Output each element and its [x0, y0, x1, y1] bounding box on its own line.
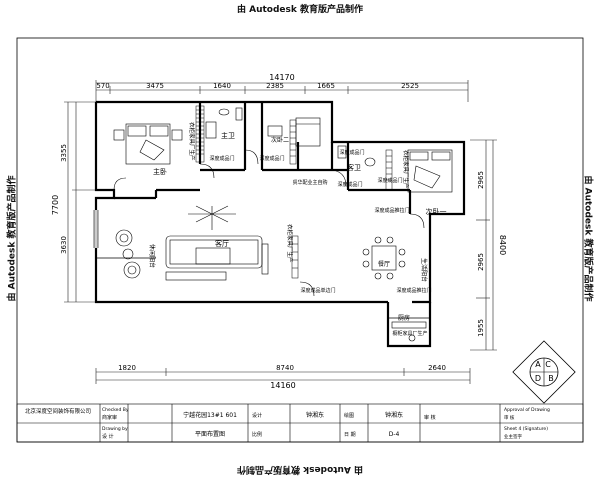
logo-b: B [548, 374, 554, 383]
dim-right-1: 2965 [477, 171, 485, 189]
note-door-5: 深度成品门 [377, 177, 402, 184]
note-vendor: 贸华配业主自购 [292, 179, 327, 186]
dim-left-2: 3630 [60, 236, 68, 254]
dim-top-1: 570 [96, 82, 109, 90]
dim-top-5: 1665 [317, 82, 335, 90]
note-wardrobe-2: 衣柜家具厂生产 [402, 150, 410, 189]
drawn-value: 设 计 [102, 433, 114, 440]
room-second-bedroom: 次卧二 [271, 136, 289, 144]
room-balcony: 生活阳台 [420, 258, 428, 282]
dimension-lines [64, 80, 497, 384]
logo-a: A [535, 360, 541, 369]
dim-bottom-2: 8740 [276, 364, 294, 372]
partitions [96, 257, 430, 319]
dim-right-2: 2965 [477, 253, 485, 271]
abcd-logo: A B C D [512, 340, 576, 404]
drawn-label: Drawing by [102, 426, 128, 432]
dim-top-6: 2525 [401, 82, 419, 90]
dim-top-3: 1640 [213, 82, 231, 90]
checked-label: Checked By [102, 407, 129, 413]
room-dining: 餐厅 [378, 260, 390, 268]
room-master: 主卧 [153, 167, 167, 176]
bed-one [407, 149, 453, 193]
date-label: 日 期 [344, 432, 356, 438]
dim-right-total: 8400 [498, 235, 507, 255]
dim-left-total: 7700 [51, 195, 60, 215]
sheet-number: D-4 [389, 431, 400, 438]
sheet-name: 平面布置图 [195, 430, 225, 438]
watermark-top: 由 Autodesk 教育版产品制作 [236, 5, 363, 15]
note-door-3: 深度成品门 [339, 149, 364, 156]
tb-field-3: Sheet 4 (Signature) [504, 426, 548, 432]
dim-top-2: 3475 [146, 82, 164, 90]
note-door-1: 深度成品门 [209, 155, 234, 162]
approval-field: 审 核 [424, 414, 436, 421]
dim-right-3: 1955 [477, 319, 485, 337]
wardrobe-master [195, 105, 205, 163]
design-label: 设计 [252, 412, 262, 419]
room-living: 客厅 [215, 239, 229, 248]
dim-left-1: 3355 [60, 144, 68, 162]
note-wardrobe-1: 衣柜家具厂生产 [188, 122, 196, 161]
room-kitchen: 厨房 [398, 314, 410, 322]
room-leisure: 休闲阳台 [148, 244, 156, 268]
walls [94, 100, 466, 348]
dim-bottom-total: 14160 [270, 381, 295, 390]
wardrobe-bedroom-one [385, 149, 393, 191]
dim-bottom-1: 1820 [118, 364, 136, 372]
wardrobe-second [289, 119, 297, 165]
pillow-left [127, 125, 147, 137]
wardrobe-living [291, 235, 299, 279]
room-master-bath: 主卫 [221, 131, 235, 140]
pillow-right [149, 125, 169, 137]
dim-top-4: 2385 [266, 82, 284, 90]
room-guest-bath: 客卫 [347, 163, 361, 172]
note-door-4: 深度成品门 [337, 181, 362, 188]
furniture [93, 107, 453, 342]
room-bedroom-one: 次卧一 [426, 207, 447, 216]
title-block [16, 403, 584, 443]
note-door-6: 深度成品推拉门 [374, 207, 409, 214]
dining-table [371, 245, 397, 271]
scale-label: 比例 [252, 431, 262, 438]
logo-d: D [535, 374, 541, 383]
sofa [165, 235, 263, 269]
draw-value: 钟湘东 [385, 411, 403, 419]
dim-bottom-3: 2640 [428, 364, 446, 372]
tb-field-4: 业主签字 [504, 433, 522, 440]
master-bed [125, 123, 171, 165]
logo-c: C [545, 360, 551, 369]
note-wardrobe-3: 衣柜家具厂生产 [286, 224, 294, 263]
company-name: 北京深度空间装饰有限公司 [25, 407, 91, 415]
tb-field-1: Approval of Drawing [504, 407, 550, 413]
design-value: 钟湘东 [306, 411, 324, 419]
note-door-2: 深度成品门 [259, 155, 284, 162]
project-name: 宁越花园13#1 601 [183, 411, 237, 419]
dim-top-total: 14170 [269, 73, 294, 82]
coffee-table [195, 247, 231, 265]
note-entry-door: 深度成品单边门 [300, 287, 335, 294]
checked-value: 商家审 [102, 414, 117, 421]
draw-label: 绘图 [344, 412, 354, 419]
note-door-7: 深度成品推拉门 [396, 287, 431, 294]
note-cabinet: 橱柜家具厂生产 [392, 330, 427, 337]
tb-field-2: 审 核 [504, 414, 515, 421]
